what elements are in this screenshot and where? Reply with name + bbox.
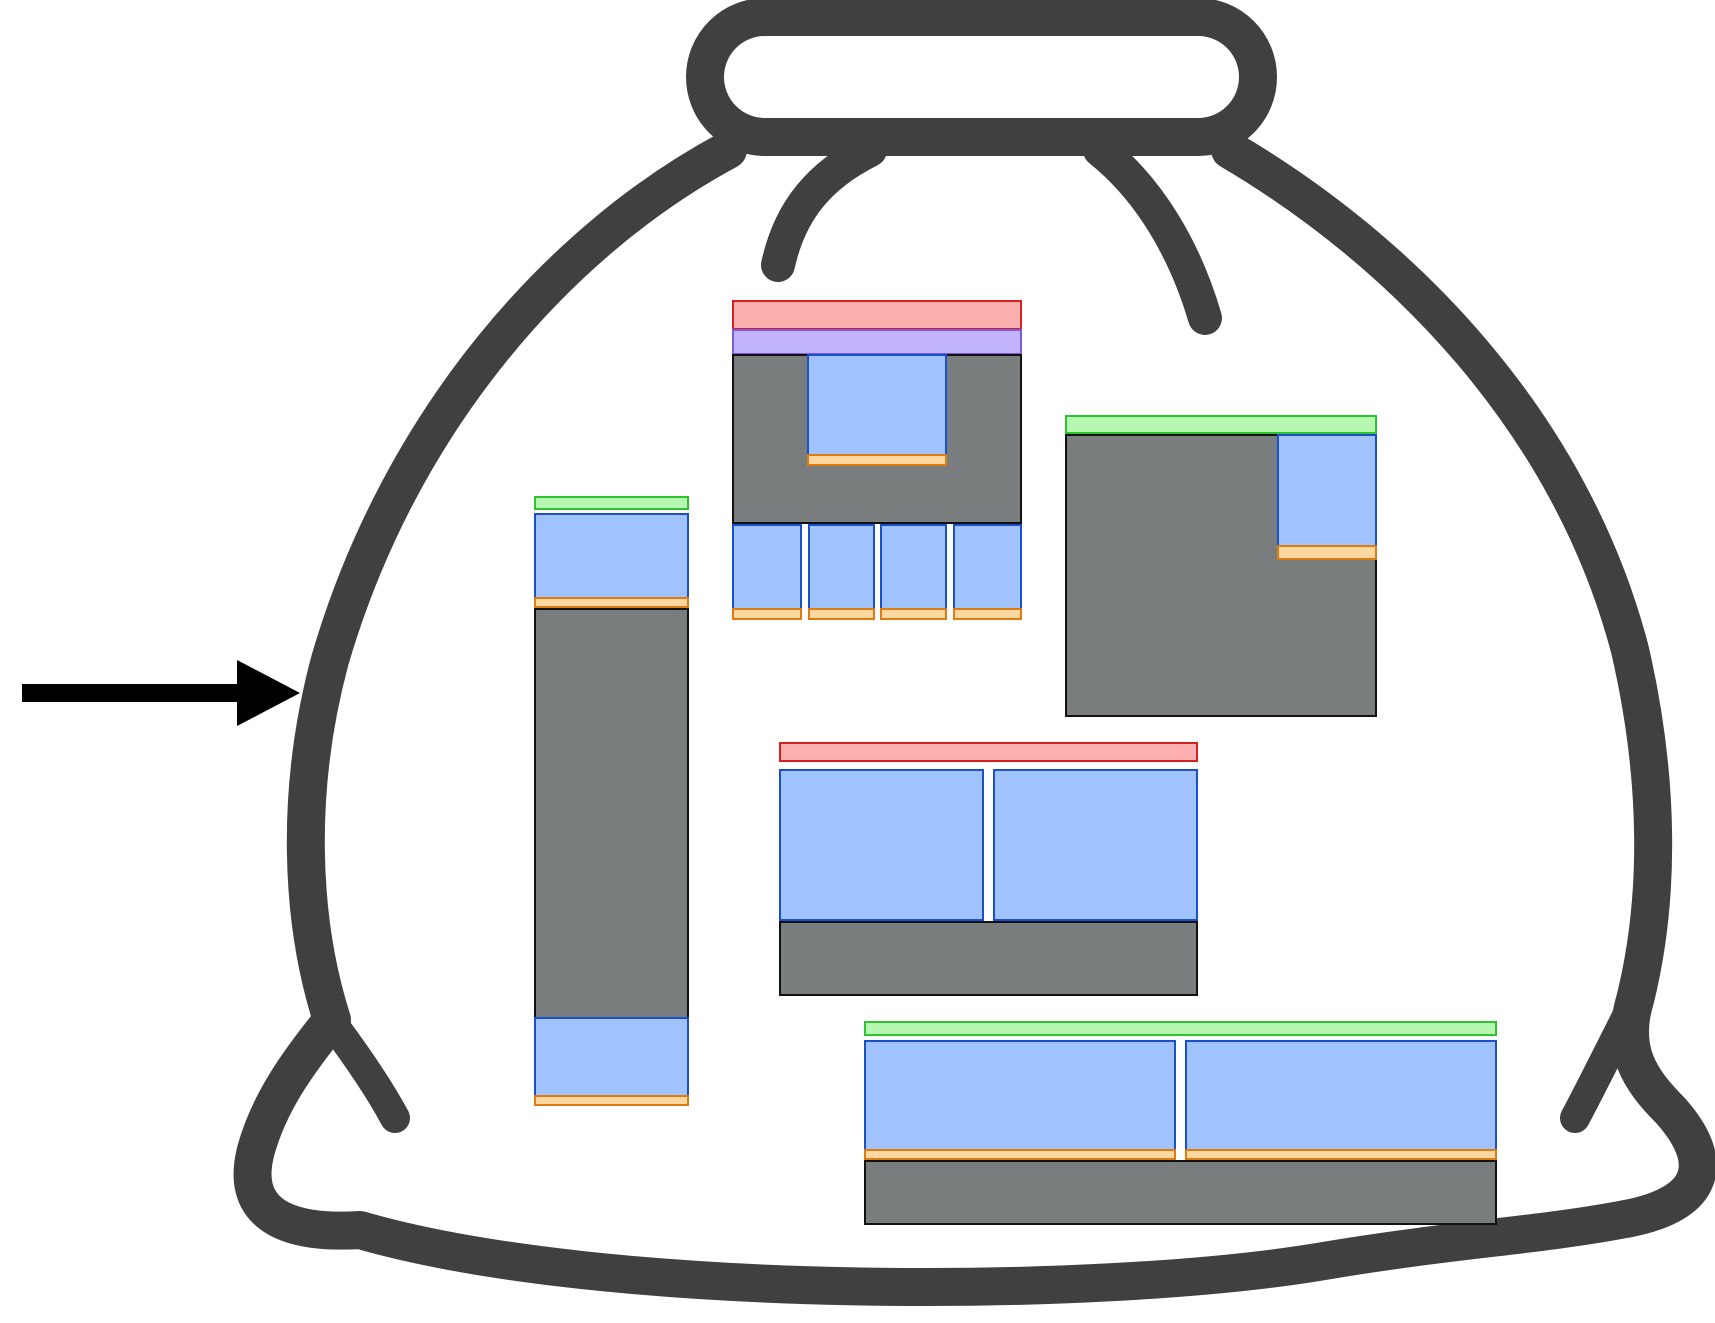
orange-strip bbox=[807, 454, 947, 466]
blue-tile bbox=[808, 524, 875, 610]
blue-tile bbox=[732, 524, 802, 610]
sack-fold-right bbox=[1560, 985, 1650, 1133]
blue-unit bbox=[864, 1040, 1176, 1151]
sack-fold-left bbox=[315, 1005, 410, 1133]
gray-block bbox=[534, 608, 689, 1019]
gray-block bbox=[864, 1160, 1497, 1225]
red-cap bbox=[779, 742, 1198, 762]
sack-icon bbox=[233, 0, 1715, 1307]
purple-cap bbox=[732, 329, 1022, 355]
blue-unit bbox=[993, 769, 1198, 921]
orange-strip bbox=[1277, 545, 1377, 560]
blue-unit bbox=[779, 769, 984, 921]
orange-strip bbox=[880, 608, 947, 620]
sack-tie-left bbox=[761, 133, 887, 282]
blue-tile bbox=[953, 524, 1022, 610]
orange-strip bbox=[953, 608, 1022, 620]
arrow-shaft bbox=[22, 684, 247, 702]
orange-strip bbox=[1185, 1149, 1497, 1160]
gray-block bbox=[779, 921, 1198, 996]
blue-unit bbox=[1277, 434, 1377, 547]
orange-strip bbox=[732, 608, 802, 620]
sack-tie-right bbox=[1083, 133, 1222, 335]
blue-tile bbox=[880, 524, 947, 610]
green-cap bbox=[534, 496, 689, 510]
block-tall-column bbox=[534, 496, 689, 1106]
block-middle-wide bbox=[779, 742, 1198, 996]
arrow-head bbox=[237, 660, 300, 726]
orange-strip bbox=[534, 1095, 689, 1106]
block-bottom-wide bbox=[864, 1021, 1497, 1225]
arrow-right-icon bbox=[22, 660, 300, 726]
green-cap bbox=[1065, 415, 1377, 434]
block-top-center bbox=[732, 300, 1022, 620]
blue-unit bbox=[807, 354, 947, 456]
blue-unit bbox=[534, 513, 689, 599]
block-right-square bbox=[1065, 415, 1377, 717]
sack-knot bbox=[686, 0, 1277, 156]
green-cap bbox=[864, 1021, 1497, 1036]
orange-strip bbox=[864, 1149, 1176, 1160]
orange-strip bbox=[808, 608, 875, 620]
orange-strip bbox=[534, 597, 689, 608]
blue-unit bbox=[534, 1017, 689, 1097]
sack-body bbox=[233, 131, 1715, 1307]
red-cap bbox=[732, 300, 1022, 330]
blue-unit bbox=[1185, 1040, 1497, 1151]
